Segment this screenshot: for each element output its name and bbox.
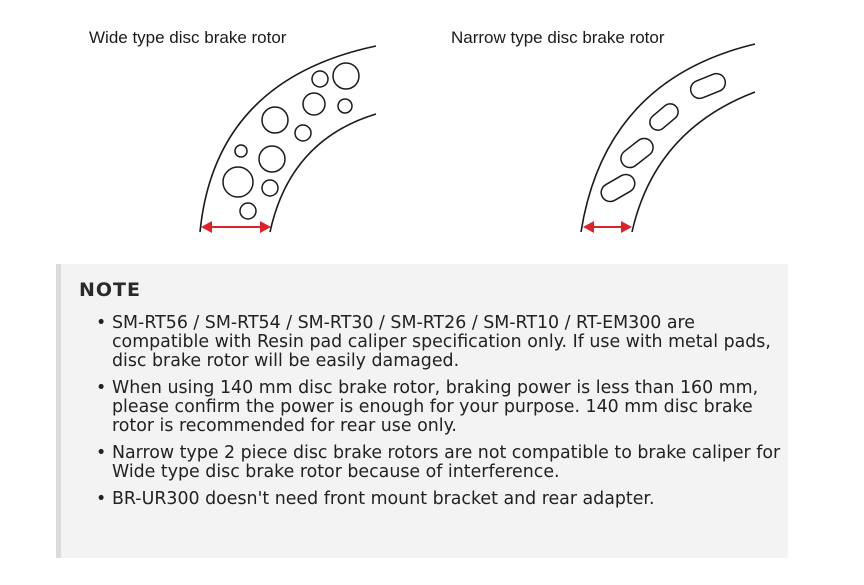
rotor-slot — [620, 137, 654, 169]
rotor-inner-edge — [269, 113, 377, 233]
vent-hole — [258, 145, 286, 173]
bullet: • — [96, 489, 107, 509]
vent-hole — [239, 202, 257, 220]
vent-hole — [294, 124, 312, 142]
width-arrow-head-left — [583, 221, 594, 233]
rotor-slots — [600, 72, 727, 203]
width-arrow — [201, 221, 271, 233]
width-arrow-head-right — [621, 221, 632, 233]
narrow-rotor-drawing — [580, 43, 756, 233]
list-item: • BR-UR300 doesn't need front mount brac… — [96, 490, 786, 509]
rotor-slot — [689, 72, 727, 100]
rotor-slot — [649, 103, 679, 131]
list-item: • SM-RT56 / SM-RT54 / SM-RT30 / SM-RT26 … — [96, 314, 786, 371]
note-panel: NOTE • SM-RT56 / SM-RT54 / SM-RT30 / SM-… — [56, 264, 788, 558]
note-text: SM-RT56 / SM-RT54 / SM-RT30 / SM-RT26 / … — [112, 313, 771, 371]
wide-rotor-figure: Wide type disc brake rotor — [0, 0, 420, 250]
vent-hole — [261, 179, 279, 197]
vent-hole — [234, 144, 248, 158]
list-item: • When using 140 mm disc brake rotor, br… — [96, 379, 786, 436]
vent-hole — [332, 62, 360, 90]
note-list: • SM-RT56 / SM-RT54 / SM-RT30 / SM-RT26 … — [96, 314, 786, 517]
list-item: • Narrow type 2 piece disc brake rotors … — [96, 444, 786, 482]
note-text: BR-UR300 doesn't need front mount bracke… — [112, 489, 655, 509]
narrow-rotor-caption: Narrow type disc brake rotor — [451, 28, 665, 47]
note-text: Narrow type 2 piece disc brake rotors ar… — [112, 443, 781, 482]
wide-rotor-caption: Wide type disc brake rotor — [89, 28, 287, 47]
narrow-rotor-figure: Narrow type disc brake rotor — [420, 0, 864, 250]
bullet: • — [96, 378, 107, 398]
vent-hole — [302, 92, 326, 116]
rotor-slot — [600, 173, 636, 203]
note-text: When using 140 mm disc brake rotor, brak… — [112, 378, 759, 436]
vent-hole — [311, 70, 329, 88]
vent-hole — [222, 166, 254, 198]
rotor-inner-edge — [631, 91, 756, 233]
vent-hole — [261, 106, 289, 134]
rotor-outer-edge — [580, 43, 756, 233]
vent-hole — [337, 98, 353, 114]
bullet: • — [96, 313, 107, 333]
width-arrow — [583, 221, 632, 233]
rotor-outer-edge — [199, 45, 377, 233]
width-arrow-head-left — [201, 221, 212, 233]
note-heading: NOTE — [79, 279, 141, 301]
bullet: • — [96, 443, 107, 463]
wide-rotor-drawing — [199, 45, 377, 233]
width-arrow-head-right — [260, 221, 271, 233]
rotor-vent-holes — [222, 62, 360, 220]
